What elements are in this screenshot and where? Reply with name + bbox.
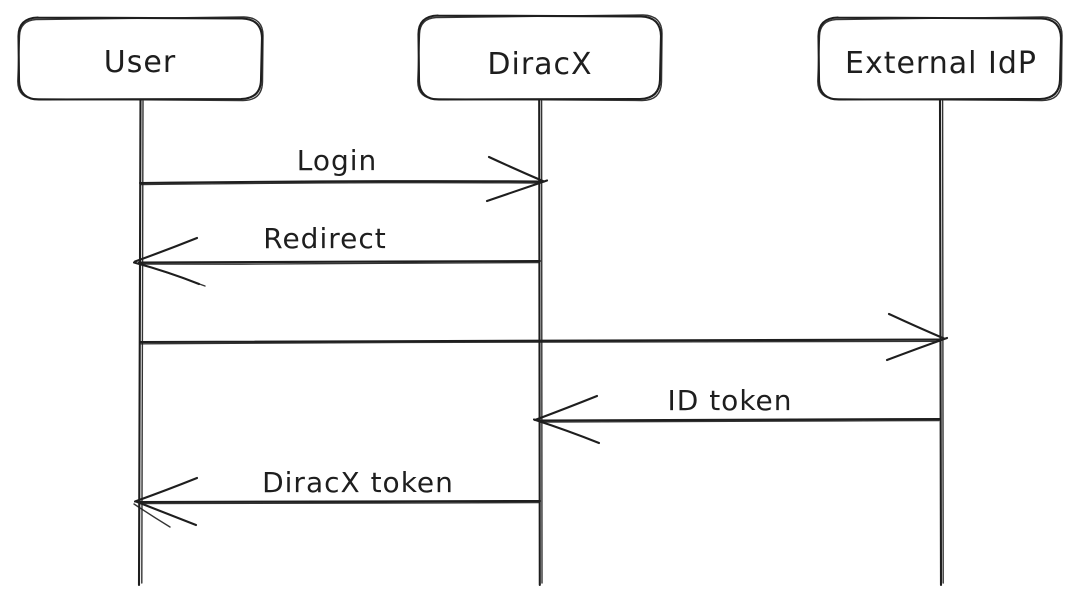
message-arrow-redirect: Redirect xyxy=(132,222,542,287)
message-label-redirect: Redirect xyxy=(263,222,386,255)
actor-label-diracx: DiracX xyxy=(487,47,592,82)
actor-label-external-idp: External IdP xyxy=(845,46,1037,81)
message-arrow-id-token: ID token xyxy=(532,384,942,445)
message-label-login: Login xyxy=(297,144,378,177)
message-label-diracx-token: DiracX token xyxy=(262,466,454,499)
message-arrow-diracx-token: DiracX token xyxy=(133,466,542,528)
arrowhead-left-icon xyxy=(133,236,199,263)
actor-label-user: User xyxy=(104,45,176,80)
arrowhead-left-icon xyxy=(533,394,599,422)
actor-box-diracx: DiracX xyxy=(417,14,663,102)
actor-box-user: User xyxy=(17,16,264,102)
arrowhead-right-icon xyxy=(487,155,546,183)
message-arrow-login: Login xyxy=(138,144,549,203)
message-arrow-authorize xyxy=(138,312,949,362)
actor-box-external-idp: External IdP xyxy=(817,16,1063,102)
lifeline-external-idp xyxy=(938,98,944,587)
arrowhead-left-icon xyxy=(133,476,199,503)
message-label-id-token: ID token xyxy=(667,384,792,417)
arrowhead-right-icon xyxy=(887,312,946,340)
